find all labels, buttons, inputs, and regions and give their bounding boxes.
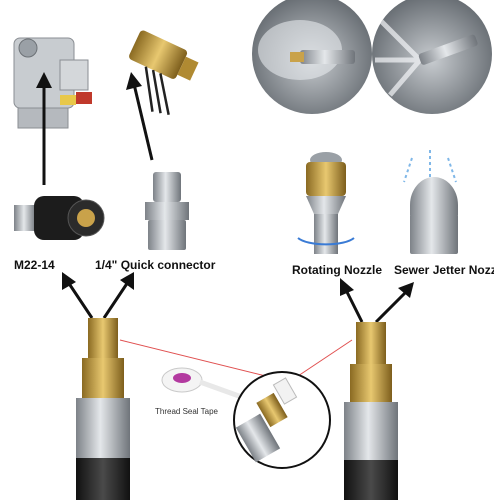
- arrows-left-hose: [62, 272, 134, 319]
- thread-seal-tape-label: Thread Seal Tape: [155, 407, 219, 416]
- magnified-thread-detail: [233, 371, 331, 469]
- guide-line-left: [119, 339, 283, 381]
- quick-connector-label: 1/4" Quick connector: [95, 258, 216, 272]
- m22-fitting: [14, 196, 105, 240]
- arrows-right-hose: [340, 278, 414, 324]
- left-hose-assembly: [76, 318, 130, 500]
- thread-seal-tape-roll: [161, 367, 251, 403]
- rotating-spray-photo: [252, 0, 372, 114]
- sewer-jetter-nozzle-label: Sewer Jetter Nozzle: [394, 263, 494, 277]
- right-hose-assembly: [344, 322, 398, 500]
- rotating-nozzle-label: Rotating Nozzle: [292, 263, 382, 277]
- arrow-to-coupler: [126, 72, 154, 161]
- quarter-inch-quick-connector: [145, 172, 189, 250]
- sewer-spray-photo: [372, 0, 492, 114]
- brass-quick-coupler: [129, 30, 199, 116]
- guide-line-right: [291, 339, 353, 381]
- rotating-nozzle: [297, 152, 355, 254]
- sewer-jetter-nozzle: [403, 150, 458, 254]
- arrow-to-pump: [36, 72, 52, 185]
- pressure-washer-pump: [13, 37, 92, 129]
- m22-label: M22-14: [14, 258, 55, 272]
